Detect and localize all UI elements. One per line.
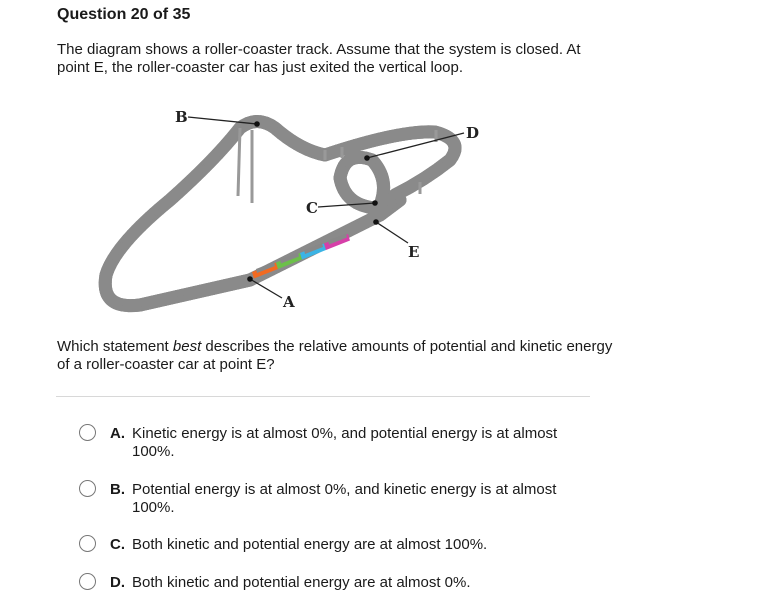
supports — [236, 127, 438, 203]
point-markers — [247, 121, 379, 282]
label-a: A — [282, 293, 295, 311]
option-text: Kinetic energy is at almost 0%, and pote… — [132, 425, 558, 460]
car-seats — [304, 243, 323, 254]
radio-button[interactable] — [79, 480, 96, 497]
option-text: Both kinetic and potential energy are at… — [132, 536, 488, 553]
question-emphasis: best — [172, 338, 202, 355]
question-text-part: Which statement — [57, 338, 173, 355]
roller-coaster-car — [252, 233, 350, 279]
car-seats — [280, 252, 299, 264]
label-b: B — [175, 108, 188, 126]
option-text: Both kinetic and potential energy are at… — [132, 574, 471, 591]
car-seats — [256, 262, 275, 273]
radio-button[interactable] — [79, 535, 96, 552]
divider — [56, 396, 590, 397]
label-e: E — [408, 243, 419, 261]
option-letter: C. — [110, 536, 125, 553]
option-b[interactable]: B. Potential energy is at almost 0%, and … — [79, 480, 579, 517]
radio-button[interactable] — [79, 424, 96, 441]
radio-button[interactable] — [79, 573, 96, 590]
option-text: Potential energy is at almost 0%, and ki… — [132, 481, 557, 516]
option-letter: A. — [110, 425, 125, 442]
option-letter: D. — [110, 574, 125, 591]
label-d: D — [466, 124, 479, 142]
question-prompt: The diagram shows a roller-coaster track… — [57, 41, 581, 76]
question-number: Question 20 of 35 — [57, 6, 191, 23]
car-seats — [328, 233, 347, 245]
roller-coaster-diagram: B D C E A — [95, 108, 479, 320]
option-c[interactable]: C. Both kinetic and potential energy are … — [79, 535, 579, 554]
question-text: Which statement best describes the relat… — [57, 338, 617, 374]
label-c: C — [306, 199, 318, 217]
option-a[interactable]: A. Kinetic energy is at almost 0%, and po… — [79, 424, 579, 461]
option-d[interactable]: D. Both kinetic and potential energy are … — [79, 573, 579, 592]
question-text-part: describes the relative amounts of potent… — [57, 338, 613, 373]
label-lines — [187, 116, 465, 299]
option-letter: B. — [110, 481, 125, 498]
